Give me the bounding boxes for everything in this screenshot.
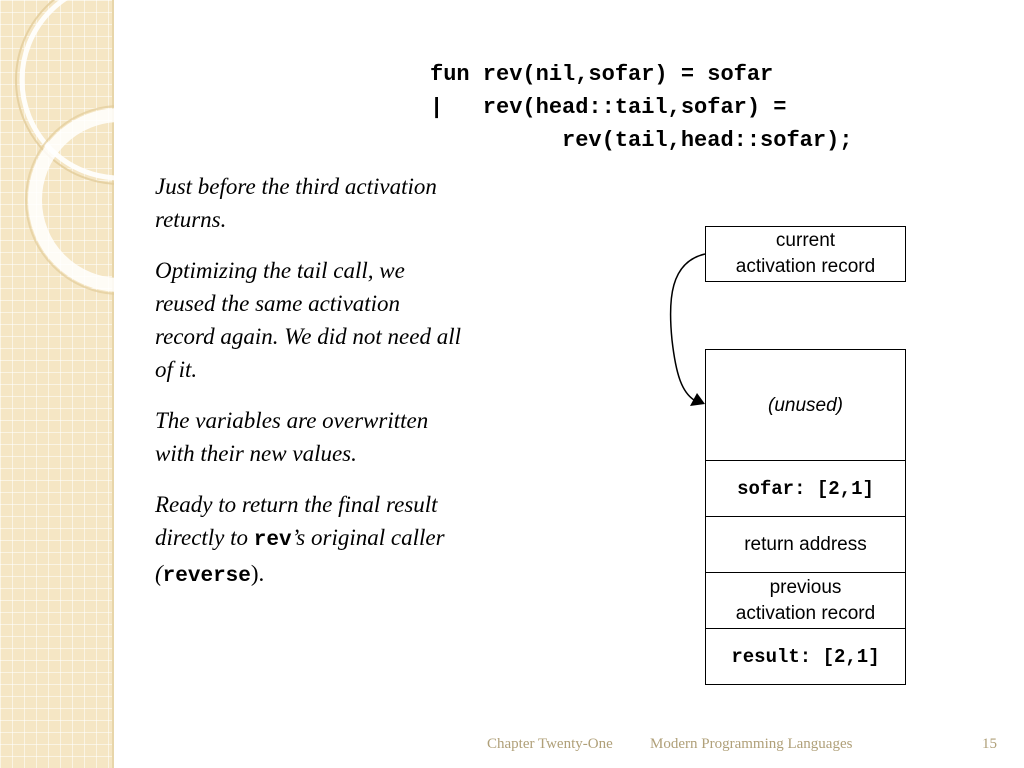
code-line-2: | rev(head::tail,sofar) = — [430, 95, 787, 120]
footer-course: Modern Programming Languages — [650, 736, 853, 752]
footer-chapter: Chapter Twenty-One — [487, 736, 613, 752]
side-band-edge — [112, 0, 114, 768]
current-label-line-1: current — [775, 230, 836, 251]
explanation-text: Just before the third activation returns… — [155, 170, 465, 611]
note-4-text-a: Ready to return the final result directl… — [155, 492, 438, 550]
decorative-rings — [15, 0, 114, 295]
code-line-1: fun rev(nil,sofar) = sofar — [430, 62, 774, 87]
code-line-3: rev(tail,head::sofar); — [430, 128, 853, 153]
note-paragraph-2: Optimizing the tail call, we reused the … — [155, 258, 461, 382]
result-slot-box: result: [2,1] — [705, 628, 906, 685]
sofar-value: sofar: [2,1] — [737, 478, 874, 500]
note-4-text-c: ). — [250, 561, 265, 586]
previous-label-line-2: activation record — [735, 603, 876, 624]
note-paragraph-4: Ready to return the final result directl… — [155, 488, 465, 593]
note-paragraph-3: The variables are overwritten with their… — [155, 408, 429, 466]
previous-activation-record-box: previous activation record — [705, 572, 906, 630]
unused-slot-box: (unused) — [705, 349, 906, 462]
code-block: fun rev(nil,sofar) = sofar | rev(head::t… — [430, 58, 852, 157]
current-activation-record-box: current activation record — [705, 226, 906, 282]
unused-label: (unused) — [768, 394, 843, 416]
note-4-text-b: ’s original caller ( — [155, 525, 445, 586]
current-label-line-2: activation record — [735, 256, 876, 277]
footer-page-number: 15 — [982, 736, 997, 752]
result-value: result: [2,1] — [731, 645, 880, 668]
note-paragraph-1: Just before the third activation returns… — [155, 174, 437, 232]
note-4-code-reverse: reverse — [162, 565, 251, 588]
return-address-label: return address — [744, 534, 867, 555]
note-4-code-rev: rev — [253, 529, 292, 552]
decorative-side-band — [0, 0, 112, 768]
return-address-box: return address — [705, 516, 906, 574]
previous-label-line-1: previous — [769, 577, 842, 598]
